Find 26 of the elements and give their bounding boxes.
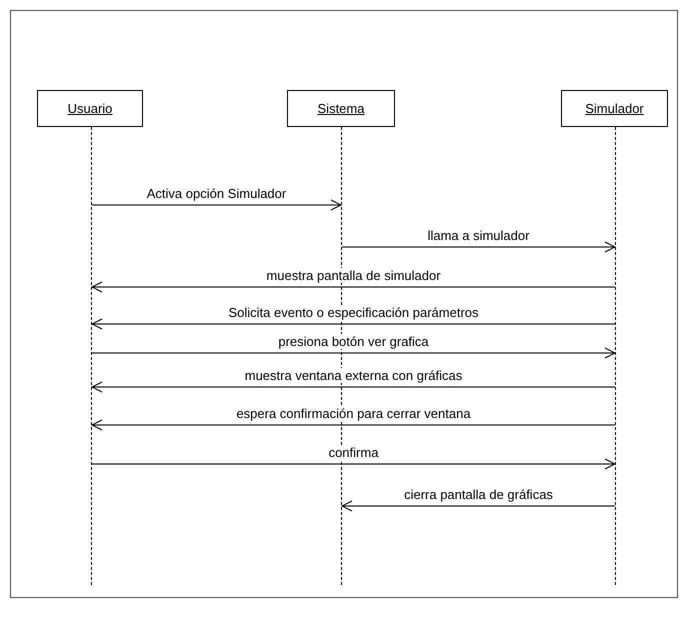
message-arrow — [92, 348, 616, 358]
message-label: llama a simulador — [426, 228, 532, 243]
message-arrow — [92, 420, 616, 430]
message-arrow — [342, 242, 616, 252]
message-label: Solicita evento o especificación parámetros — [226, 305, 481, 320]
message-label: presiona botón ver grafica — [276, 334, 431, 349]
message-label: espera confirmación para cerrar ventana — [234, 406, 473, 421]
participant-box — [37, 90, 143, 127]
message-label: cierra pantalla de gráficas — [402, 487, 555, 502]
lifeline — [615, 127, 616, 585]
message-arrow — [92, 200, 342, 210]
message-arrow — [92, 282, 616, 292]
message-label: Activa opción Simulador — [144, 186, 288, 201]
participant-box — [287, 90, 395, 127]
participant-name: Usuario — [68, 101, 112, 116]
message-arrow — [92, 458, 616, 470]
message-arrow — [92, 318, 616, 330]
message-label: muestra ventana externa con gráficas — [242, 368, 464, 383]
message-arrow — [92, 382, 616, 392]
participant-name: Simulador — [585, 101, 644, 116]
message-label: muestra pantalla de simulador — [264, 268, 443, 283]
message-label: confirma — [326, 445, 380, 460]
participant-box — [561, 90, 668, 127]
participant-name: Sistema — [318, 101, 364, 116]
message-arrow — [342, 500, 616, 512]
lifeline — [91, 127, 92, 585]
